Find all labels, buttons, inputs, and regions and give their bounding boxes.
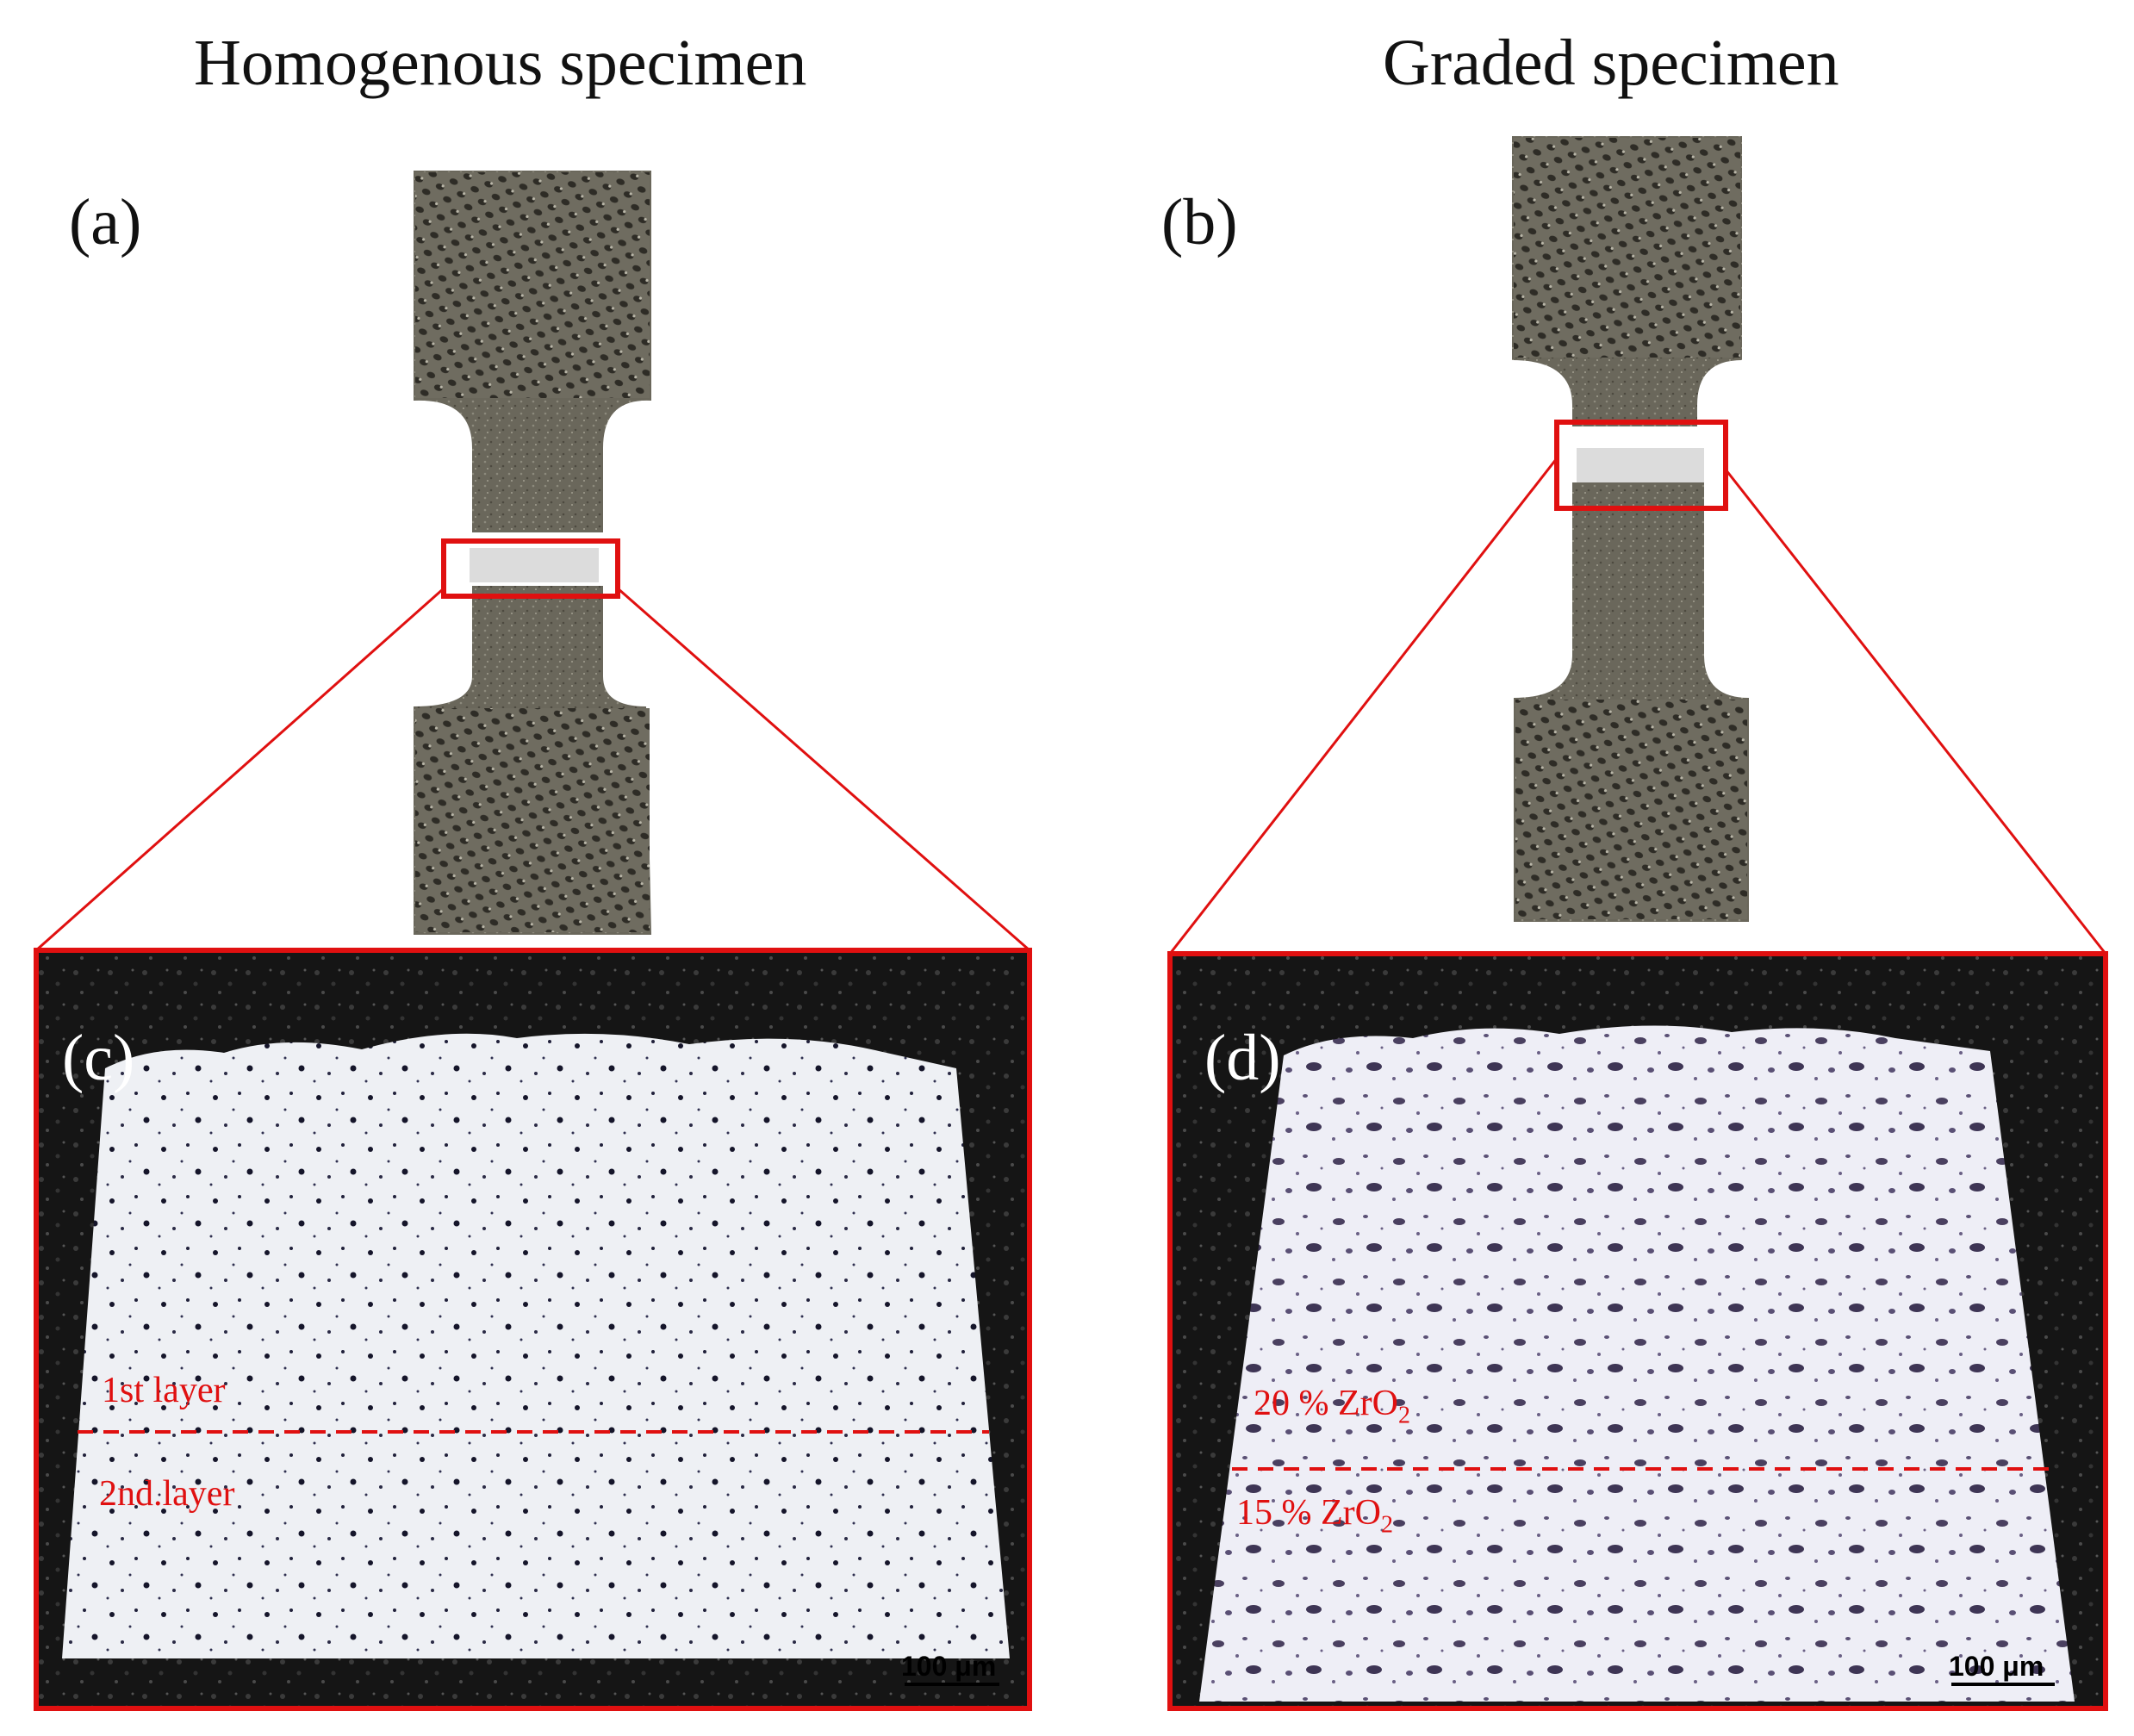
scale-bar-c: 100 μm	[901, 1651, 997, 1682]
panel-label-b: (b)	[1161, 186, 1238, 258]
graded-fracture-highlight	[1554, 420, 1728, 511]
zoom-line-right-b	[1724, 469, 2107, 955]
heading-homogenous: Homogenous specimen	[194, 27, 807, 99]
homogenous-fracture-highlight	[441, 538, 620, 599]
micrograph-d	[1170, 954, 2106, 1708]
label-15-zro2: 15 % ZrO2	[1236, 1493, 1393, 1539]
graded-specimen-photo	[1512, 136, 1749, 922]
scale-bar-d: 100 μm	[1949, 1651, 2044, 1682]
label-2nd-layer: 2nd.layer	[99, 1474, 235, 1514]
homogenous-specimen-photo	[414, 171, 651, 935]
label-1st-layer: 1st layer	[102, 1371, 226, 1410]
zoom-line-left-a	[35, 587, 445, 952]
zoom-line-left-b	[617, 587, 1030, 952]
micrograph-d-frame	[1167, 951, 2108, 1711]
micrograph-c-frame	[34, 948, 1032, 1711]
micrograph-c	[36, 950, 1030, 1708]
label-20-zro2: 20 % ZrO2	[1254, 1384, 1410, 1429]
heading-graded: Graded specimen	[1383, 27, 1839, 99]
panel-label-d: (d)	[1204, 1022, 1281, 1094]
panel-label-c: (c)	[62, 1022, 135, 1094]
zoom-line-right-a	[1168, 457, 1559, 955]
panel-label-a: (a)	[69, 186, 142, 258]
